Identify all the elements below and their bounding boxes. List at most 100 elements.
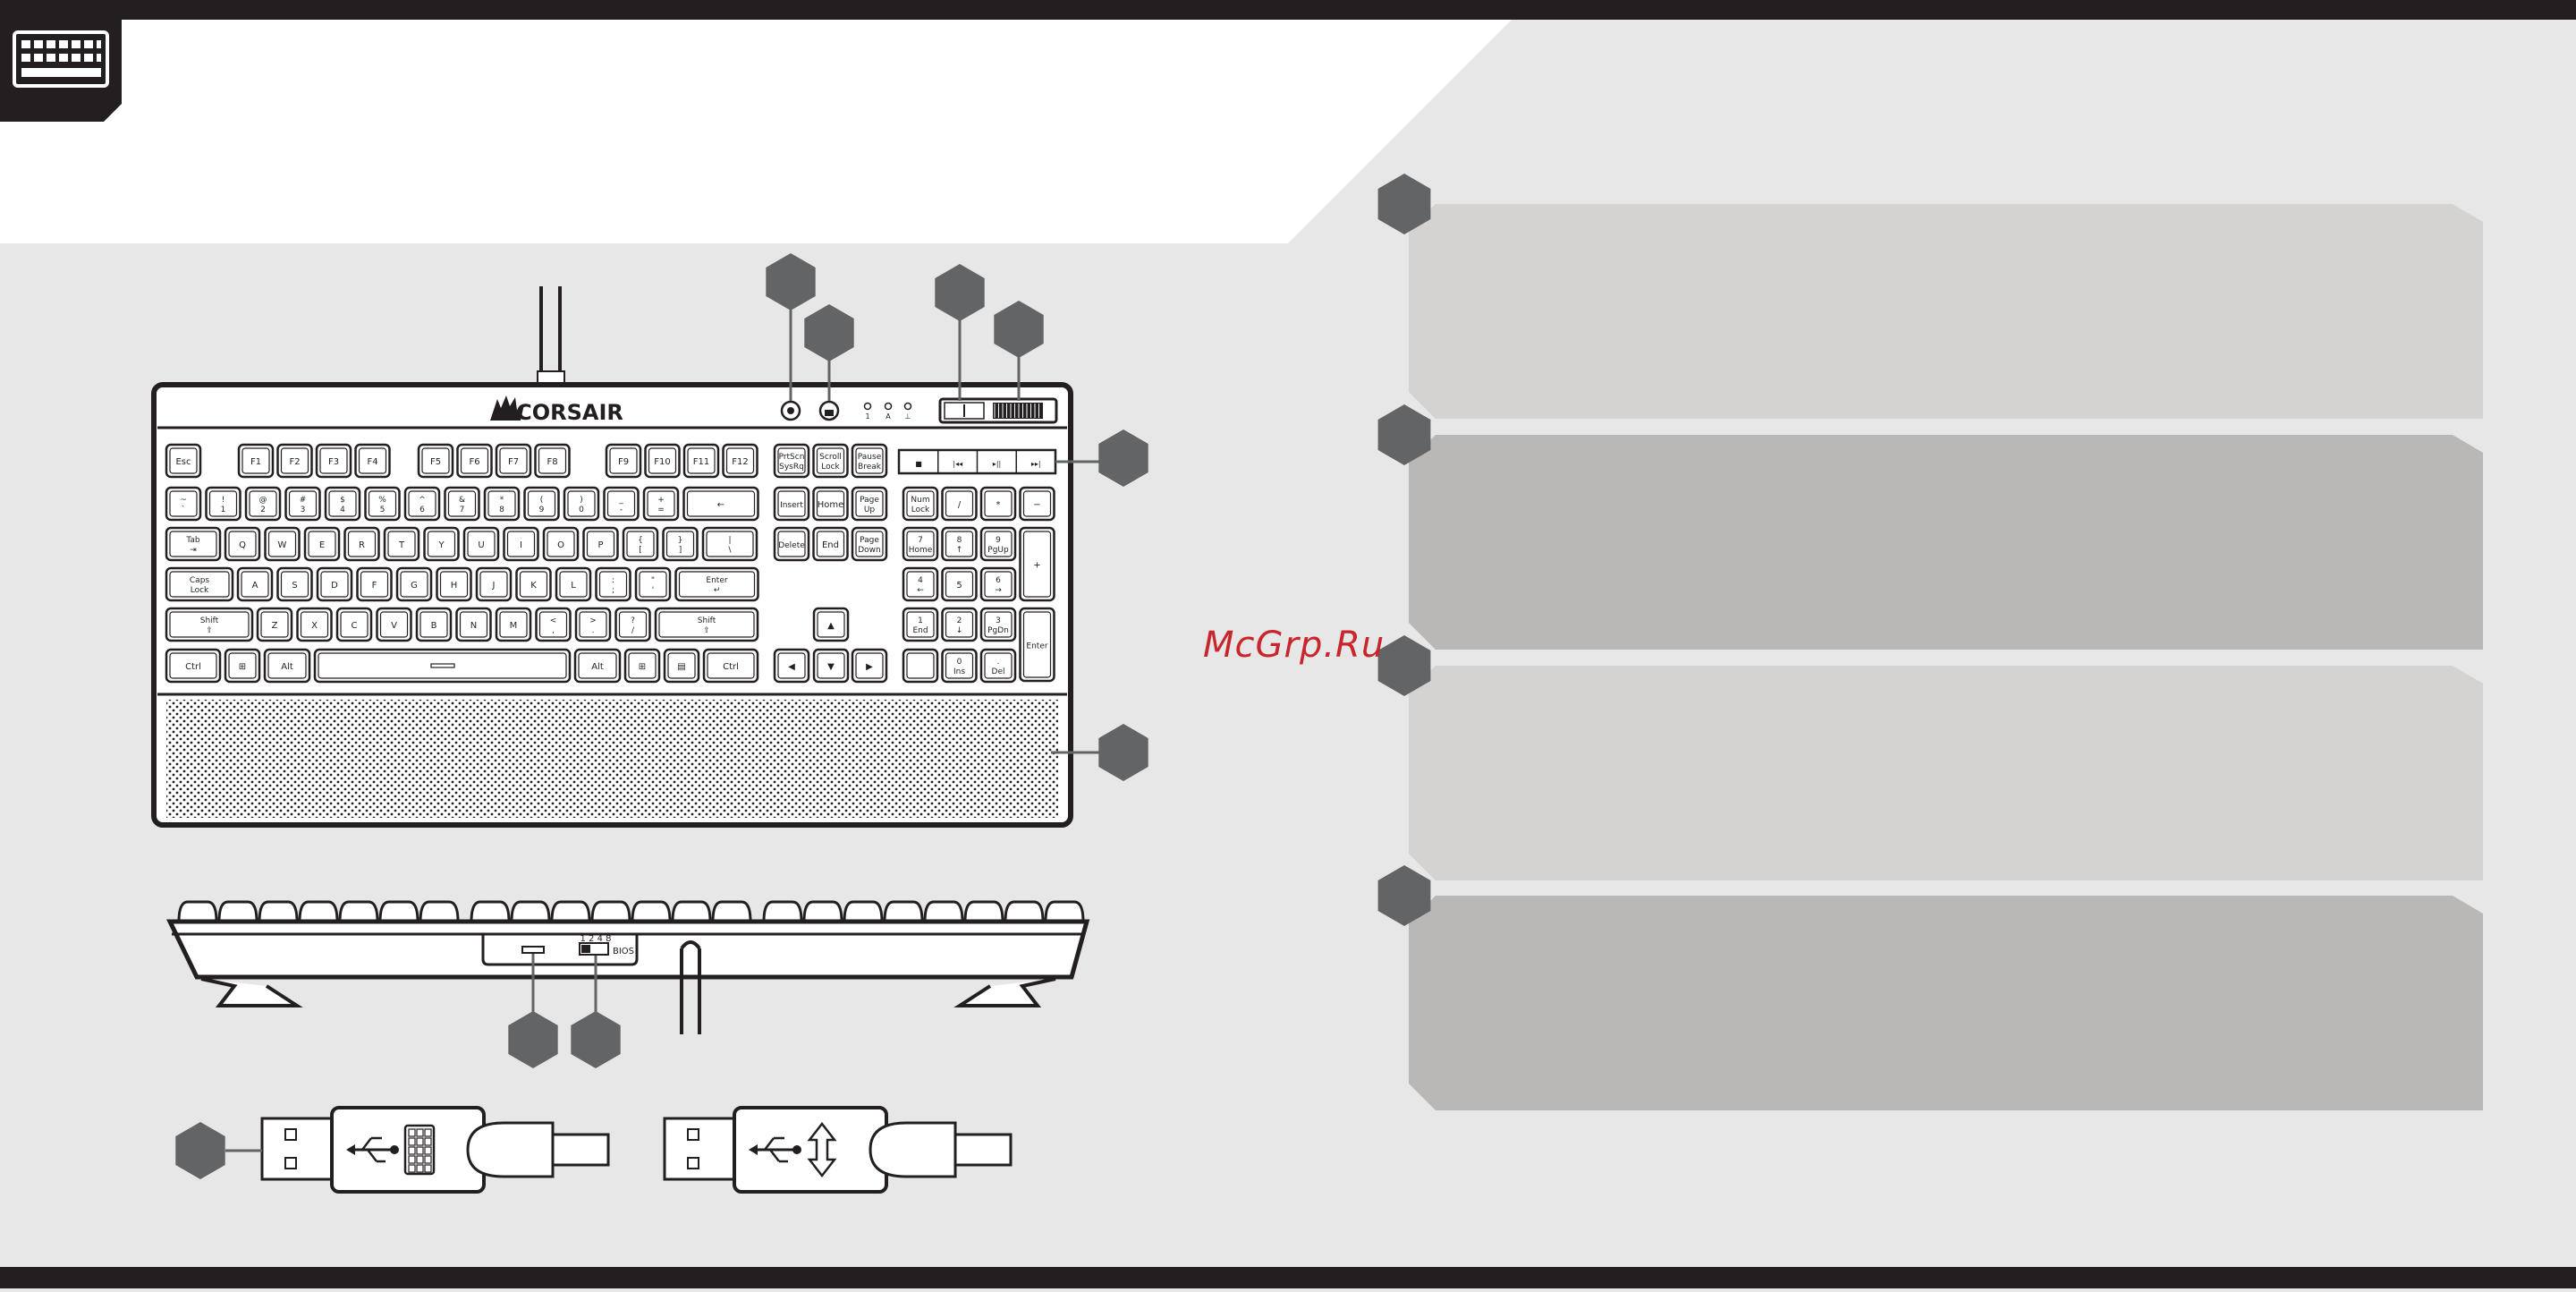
key-label: J [492, 581, 496, 591]
key-label: * [500, 496, 504, 505]
key-label: # [300, 496, 307, 505]
keyboard-icon-key [416, 1155, 424, 1164]
key-outline [941, 526, 978, 562]
key-label: 3 [996, 616, 1001, 625]
key-outline [979, 648, 1017, 684]
key-outline [515, 566, 552, 602]
key-letter: |\ [701, 526, 758, 562]
key-label: End [912, 626, 928, 635]
key-outline [205, 486, 242, 522]
callout-panel [1409, 896, 2483, 1110]
key-letter: T [383, 526, 420, 562]
key-letter: M [495, 607, 532, 642]
key-arrow-right: ▶ [851, 648, 888, 684]
key-label: F3 [328, 457, 339, 467]
key-label: Caps [190, 576, 210, 585]
key-cap [626, 531, 655, 557]
usb-passthrough-port [521, 946, 545, 954]
key-numpad: 8↑ [941, 526, 978, 562]
key-cap [169, 652, 217, 679]
key-outline [415, 607, 453, 642]
key-cap [777, 652, 806, 679]
key-label: Shift [698, 616, 716, 625]
keyboard-icon-key [408, 1128, 416, 1137]
key-arrow-down: ▼ [812, 648, 850, 684]
space-bar-mark [430, 663, 455, 668]
key-label: End [822, 540, 839, 550]
keyboard-icon-key [424, 1146, 432, 1155]
callout-panel [1409, 666, 2483, 880]
key-label: Home [909, 546, 933, 555]
key-cap [816, 490, 845, 517]
key-outline [773, 486, 810, 522]
keyboard-icon-key [408, 1137, 416, 1146]
key-cap [606, 490, 636, 517]
key-outline [456, 443, 493, 479]
key-label: ⇥ [190, 546, 197, 555]
key-f7: F7 [495, 443, 532, 479]
callout-hex-marker [935, 264, 985, 321]
key-label: 9 [539, 506, 545, 514]
key-outline [979, 566, 1017, 602]
key-label: = [657, 506, 665, 514]
key-label: PgUp [987, 546, 1009, 555]
key-cap [618, 611, 648, 638]
key-outline [614, 607, 651, 642]
key-cap [459, 611, 488, 638]
key-cap [379, 611, 409, 638]
key-cap [945, 652, 974, 679]
corsair-sails-icon [490, 395, 524, 421]
key-outline [316, 566, 353, 602]
key-number-row: )0 [563, 486, 600, 522]
key-label: M [510, 621, 518, 631]
key-cap [320, 571, 349, 598]
usb-plug-metal [663, 1117, 738, 1181]
key-label: G [411, 581, 418, 591]
keycap-profile [590, 900, 631, 922]
key-label: ▤ [677, 662, 685, 672]
keyboard-icon-key [416, 1164, 424, 1173]
keyboard-icon [403, 1124, 436, 1176]
callout-hex-marker [804, 304, 854, 361]
key-numpad: / [941, 486, 978, 522]
key-label: Ctrl [723, 662, 739, 672]
key-label: + [657, 496, 665, 505]
key-letter: I [503, 526, 539, 562]
keyboard-icon-key [416, 1146, 424, 1155]
key-label: C [352, 621, 358, 631]
key-label: | [728, 536, 731, 545]
key-label: ) [580, 496, 583, 505]
usb-symbol-icon [361, 1137, 372, 1151]
key-label: } [678, 536, 683, 545]
indicator-symbol: 1 [865, 412, 869, 421]
key-label: Shift [200, 616, 219, 625]
key-label: 7 [460, 506, 465, 514]
cable-strain-relief [537, 370, 565, 385]
key-outline [642, 486, 680, 522]
key-numpad: .Del [979, 648, 1017, 684]
key-letter: Y [423, 526, 460, 562]
key-cap [242, 447, 270, 474]
key-cap [855, 652, 884, 679]
keycap-profile [258, 900, 299, 922]
key-outline [335, 607, 373, 642]
key-cap [169, 571, 230, 598]
key-label: R [359, 540, 365, 550]
key-outline [523, 486, 560, 522]
key-outline [773, 648, 810, 684]
usb-symbol-icon [346, 1144, 355, 1155]
key-label: Break [858, 463, 882, 472]
keycap-profile [550, 900, 591, 922]
key-f1: F1 [237, 443, 275, 479]
key-cap [439, 571, 469, 598]
callout-hex-marker [1098, 429, 1148, 487]
key-ctrl-left: Ctrl [165, 648, 222, 684]
key-label: B [431, 621, 437, 631]
key-cap [267, 652, 307, 679]
keycap-profile [217, 900, 258, 922]
key-outline [475, 566, 513, 602]
key-number-row: %5 [364, 486, 401, 522]
